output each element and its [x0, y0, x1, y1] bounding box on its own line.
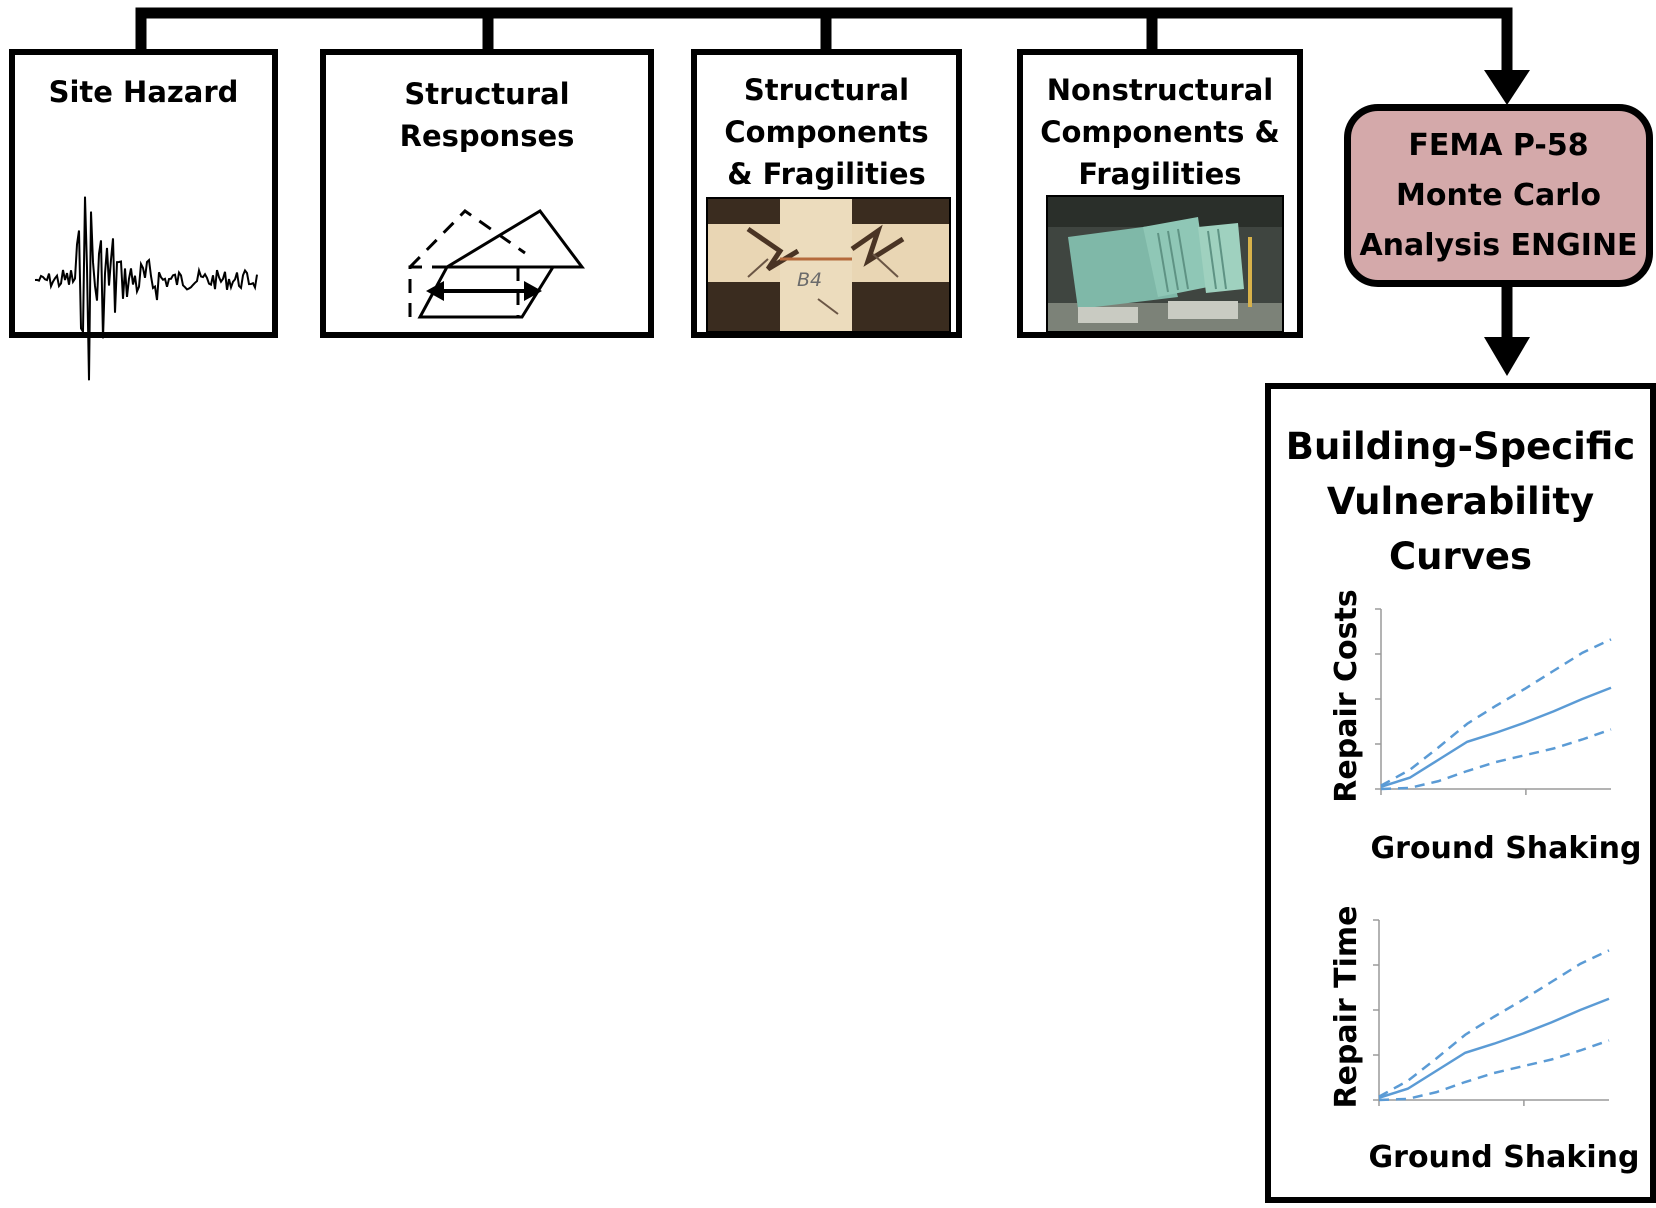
monte-carlo-engine-box: FEMA P-58 Monte Carlo Analysis ENGINE [1344, 104, 1653, 287]
damaged-equipment-photo [1046, 195, 1284, 333]
structural-responses-label: Structural Responses [399, 77, 575, 153]
median-curve [1380, 686, 1612, 788]
site-hazard-label: Site Hazard [48, 75, 239, 109]
damaged-beam-column-photo: B4 [706, 197, 951, 333]
engine-label: FEMA P-58 Monte Carlo Analysis ENGINE [1359, 127, 1638, 263]
lower-bound-curve [1378, 1039, 1610, 1102]
deformed-roof [441, 209, 585, 269]
chart-axes [1380, 609, 1611, 790]
story-drift-icon [408, 209, 585, 319]
arrowhead-to-output [1484, 337, 1530, 376]
structural-components-box: Structural Components & Fragilities B4 [691, 49, 962, 338]
median-curve [1378, 997, 1610, 1099]
chart-2-xlabel: Ground Shaking [1368, 1140, 1640, 1175]
chart-axes [1378, 920, 1609, 1101]
structural-responses-box: Structural Responses [320, 49, 654, 338]
upper-bound-curve [1378, 949, 1610, 1098]
chart-1-xlabel: Ground Shaking [1370, 831, 1642, 866]
chart-2-ylabel: Repair Time [1329, 905, 1364, 1109]
site-hazard-box: Site Hazard [9, 49, 278, 381]
vulnerability-curves-box: Building-Specific Vulnerability Curves R… [1265, 383, 1656, 1203]
lower-bound-curve [1380, 728, 1612, 791]
structural-components-label: Structural Components & Fragilities [724, 73, 929, 191]
photo-tag: B4 [797, 269, 823, 291]
arrowhead-to-engine [1484, 70, 1530, 105]
nonstructural-components-label: Nonstructural Components & Fragilities [1040, 73, 1280, 191]
repair-time-chart [1373, 919, 1610, 1106]
nonstructural-components-box: Nonstructural Components & Fragilities [1017, 49, 1303, 338]
chart-1-ylabel: Repair Costs [1329, 589, 1364, 803]
seismogram-icon [34, 196, 258, 381]
upper-bound-curve [1380, 638, 1612, 787]
repair-costs-chart [1375, 608, 1612, 795]
output-title: Building-Specific Vulnerability Curves [1285, 425, 1636, 578]
